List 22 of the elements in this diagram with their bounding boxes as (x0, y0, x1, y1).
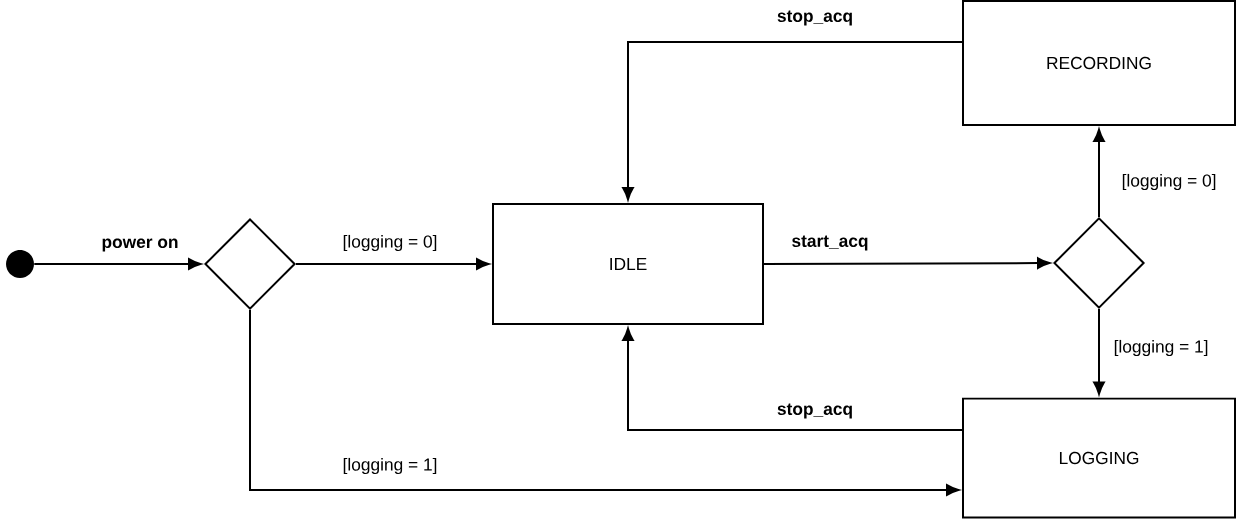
edge-label: stop_acq (775, 402, 855, 420)
arrow (622, 41, 963, 201)
edge-label: power on (100, 237, 180, 253)
edge-label: [logging = 1] (341, 456, 439, 476)
state-box: IDLE (492, 203, 764, 325)
arrow (1093, 128, 1105, 218)
edge-label: [logging = 1] (1112, 338, 1210, 358)
decision-diamond (1053, 217, 1145, 309)
decision-diamond (204, 218, 296, 310)
arrow (33, 258, 202, 270)
state-box: RECORDING (962, 0, 1236, 126)
edge-label: [logging = 0] (341, 233, 439, 253)
arrow (622, 327, 963, 431)
arrow (249, 309, 960, 496)
initial-state-dot (6, 250, 34, 278)
arrow (295, 258, 490, 270)
edge-label: [logging = 0] (1120, 172, 1218, 192)
arrow (1093, 308, 1105, 395)
edge-label: stop_acq (775, 9, 855, 27)
arrow (763, 257, 1051, 269)
state-box: LOGGING (962, 397, 1236, 519)
edge-label: start_acq (790, 234, 870, 252)
